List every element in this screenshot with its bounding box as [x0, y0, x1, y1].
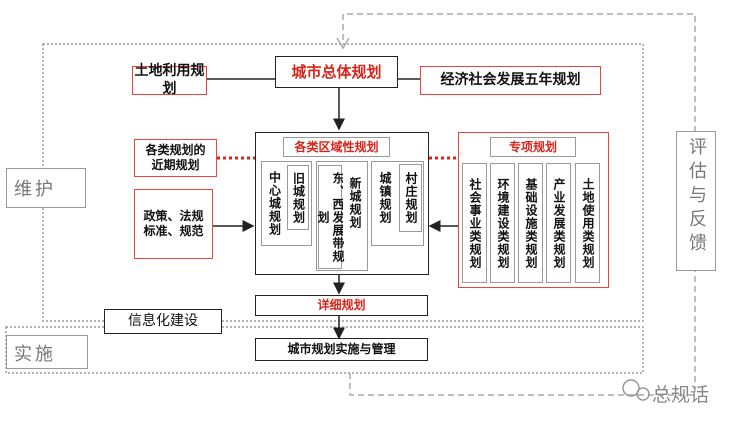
maintain-label: 维护 [14, 179, 56, 200]
new-city-plan: 新城规划 [343, 165, 366, 240]
land-use-class-plan: 土地使用类规划 [575, 163, 600, 283]
regional-plans-title: 各类区域性规划 [283, 137, 390, 157]
policy-box: 政策、法规 标准、规范 [134, 189, 213, 259]
wechat-icon [622, 379, 640, 397]
industry-plan: 产业发展类规划 [546, 163, 571, 283]
watermark-text: 总规话 [652, 384, 710, 406]
implement-label: 实施 [14, 344, 56, 365]
village-plan: 村庄规划 [399, 164, 422, 232]
infrastructure-plan: 基础设施类规划 [518, 163, 543, 283]
implement-label-box [6, 335, 88, 369]
master-plan-box: 城市总体规划 [275, 56, 398, 88]
social-undertakings-plan: 社会事业类规划 [462, 163, 487, 283]
special-plans-title: 专项规划 [490, 137, 576, 157]
informatization-box: 信息化建设 [104, 309, 222, 334]
land-use-plan-label: 土地利用规划 [132, 63, 207, 97]
evaluate-label-box [676, 131, 716, 271]
central-city-plan: 中心城规划 [263, 163, 285, 243]
old-city-plan: 旧城规划 [287, 165, 309, 230]
environment-plan: 环境建设类规划 [490, 163, 515, 283]
near-term-plan-box: 各类规划的 近期规划 [134, 139, 217, 177]
evaluate-label: 评估与反馈 [686, 137, 707, 257]
implementation-box: 城市规划实施与管理 [255, 338, 428, 361]
detailed-plan-box: 详细规划 [255, 295, 428, 316]
maintain-label-box [6, 168, 86, 208]
east-west-belt-plan: 东、西发展带规划 [316, 165, 345, 269]
five-year-plan-box: 经济社会发展五年规划 [420, 66, 601, 95]
town-plan: 城镇规划 [373, 163, 396, 233]
